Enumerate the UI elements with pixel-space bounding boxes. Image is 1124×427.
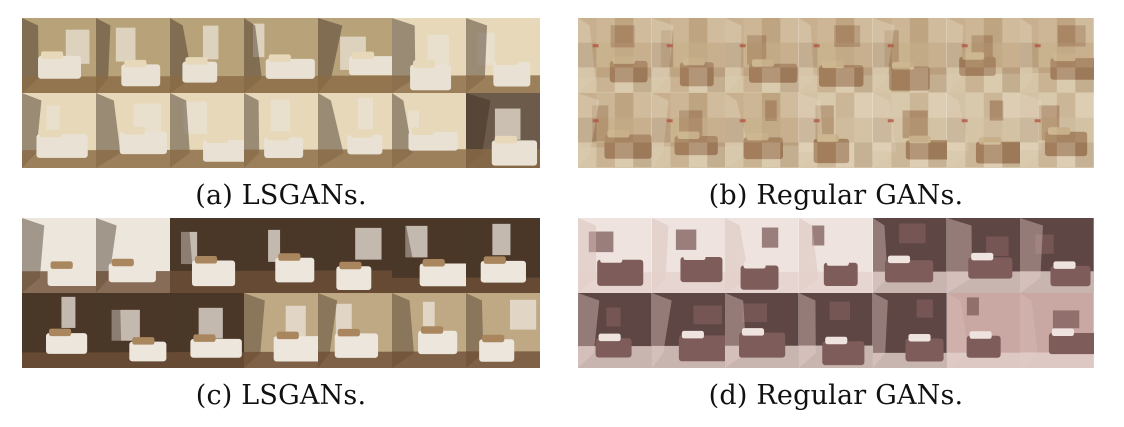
- sample-image: [799, 218, 873, 293]
- sample-image: [872, 93, 947, 168]
- sample-image: [318, 293, 392, 368]
- caption-d: (d) Regular GANs.: [708, 380, 964, 411]
- sample-image: [1020, 293, 1094, 368]
- sample-image: [170, 93, 244, 168]
- sample-image: [392, 218, 466, 293]
- sample-image: [578, 218, 652, 293]
- sample-image: [725, 18, 800, 93]
- sample-image: [96, 93, 170, 168]
- sample-image: [244, 18, 318, 93]
- sample-image: [578, 18, 652, 93]
- sample-image: [22, 293, 96, 368]
- sample-image: [318, 218, 392, 293]
- sample-image: [725, 218, 800, 293]
- sample-image: [96, 218, 170, 293]
- sample-image: [946, 218, 1021, 293]
- sample-image: [1020, 93, 1094, 168]
- caption-c: (c) LSGANs.: [195, 380, 367, 411]
- sample-image: [799, 293, 873, 368]
- sample-image: [244, 93, 318, 168]
- sample-image: [578, 93, 652, 168]
- image-grid-b: [578, 18, 1094, 168]
- sample-image: [170, 18, 244, 93]
- sample-image: [725, 93, 800, 168]
- sample-image: [1020, 18, 1094, 93]
- sample-image: [466, 93, 540, 168]
- image-grid-a: [22, 18, 540, 168]
- sample-image: [872, 218, 947, 293]
- sample-image: [170, 293, 244, 368]
- sample-image: [725, 293, 800, 368]
- sample-image: [466, 18, 540, 93]
- sample-image: [651, 18, 726, 93]
- sample-image: [392, 293, 466, 368]
- sample-image: [22, 18, 96, 93]
- sample-image: [578, 293, 652, 368]
- sample-image: [651, 93, 726, 168]
- caption-a: (a) LSGANs.: [195, 180, 367, 211]
- sample-image: [651, 293, 726, 368]
- caption-b: (b) Regular GANs.: [708, 180, 964, 211]
- sample-image: [651, 218, 726, 293]
- sample-image: [1020, 218, 1094, 293]
- sample-image: [946, 293, 1021, 368]
- sample-image: [946, 93, 1021, 168]
- sample-image: [466, 293, 540, 368]
- sample-image: [244, 293, 318, 368]
- sample-image: [392, 18, 466, 93]
- image-grid-c: [22, 218, 540, 368]
- sample-image: [170, 218, 244, 293]
- image-grid-d: [578, 218, 1094, 368]
- sample-image: [244, 218, 318, 293]
- sample-image: [946, 18, 1021, 93]
- sample-image: [96, 293, 170, 368]
- sample-image: [872, 18, 947, 93]
- sample-image: [466, 218, 540, 293]
- sample-image: [799, 93, 873, 168]
- sample-image: [22, 218, 96, 293]
- sample-image: [799, 18, 873, 93]
- sample-image: [318, 18, 392, 93]
- sample-image: [22, 93, 96, 168]
- sample-image: [318, 93, 392, 168]
- sample-image: [872, 293, 947, 368]
- sample-image: [392, 93, 466, 168]
- sample-image: [96, 18, 170, 93]
